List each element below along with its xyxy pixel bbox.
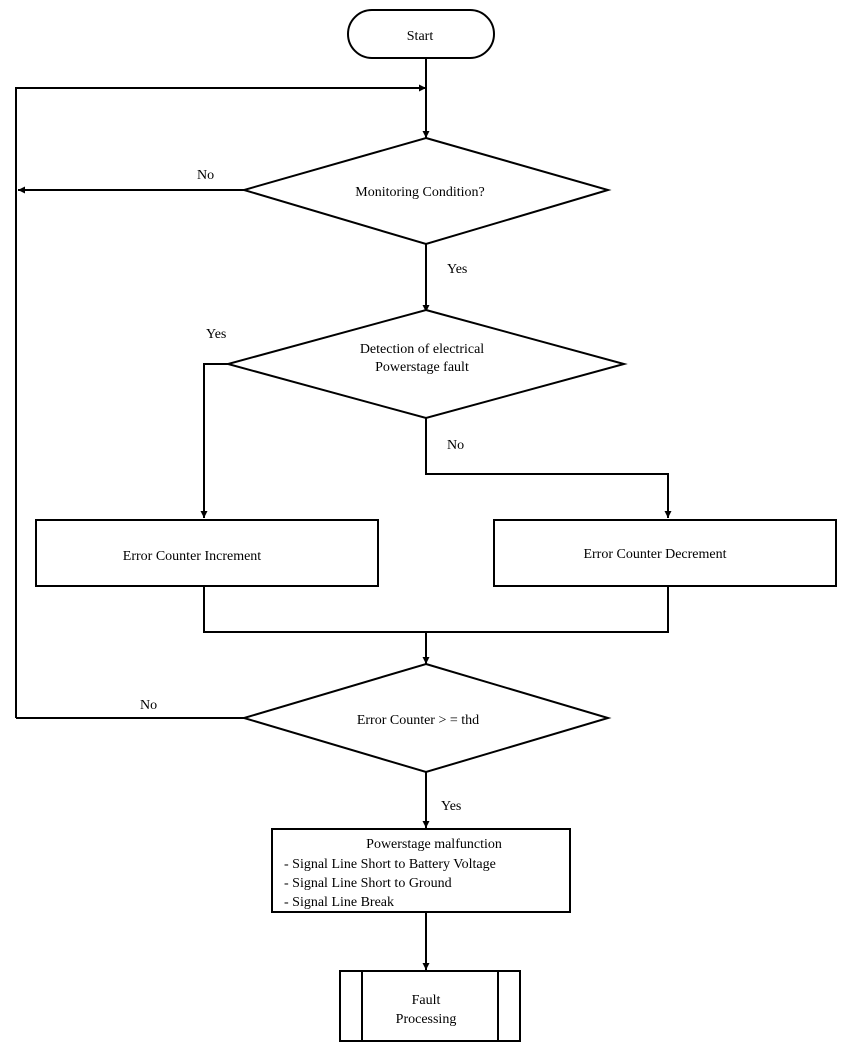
- threshold-label: Error Counter > = thd: [357, 713, 479, 728]
- fault-processing-box: [339, 970, 521, 1042]
- detection-label-line1: Detection of electrical: [360, 342, 484, 357]
- malfunction-box: [271, 828, 571, 913]
- threshold-yes-label: Yes: [441, 799, 461, 814]
- decrement-label: Error Counter Decrement: [583, 547, 726, 562]
- fault-label-line2: Processing: [396, 1012, 457, 1027]
- connector-loop-back: [15, 84, 426, 718]
- malfunction-item: - Signal Line Short to Ground: [284, 876, 452, 891]
- detection-no-label: No: [447, 438, 464, 453]
- malfunction-title: Powerstage malfunction: [366, 837, 502, 852]
- connector-detection-no: [425, 418, 672, 518]
- detection-label-line2: Powerstage fault: [375, 360, 469, 375]
- threshold-no-label: No: [140, 698, 157, 713]
- malfunction-item: - Signal Line Break: [284, 895, 394, 910]
- monitoring-yes-label: Yes: [447, 262, 467, 277]
- connector-detection-yes: [200, 363, 228, 518]
- detection-yes-label: Yes: [206, 327, 226, 342]
- monitoring-label: Monitoring Condition?: [355, 185, 485, 200]
- start-node: [347, 9, 495, 59]
- monitoring-no-label: No: [197, 168, 214, 183]
- connector-merge: [203, 586, 669, 633]
- increment-box: [35, 519, 379, 587]
- decrement-box: [493, 519, 837, 587]
- malfunction-item: - Signal Line Short to Battery Voltage: [284, 857, 496, 872]
- increment-label: Error Counter Increment: [123, 549, 261, 564]
- fault-label-line1: Fault: [412, 993, 441, 1008]
- start-label: Start: [407, 29, 434, 44]
